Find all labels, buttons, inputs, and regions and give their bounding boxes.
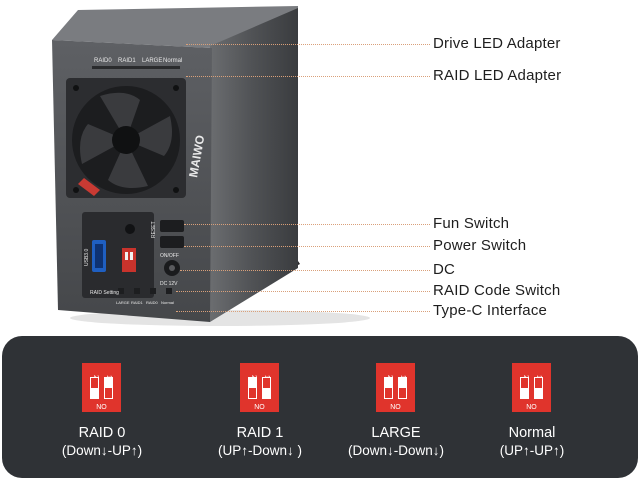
side-face: [210, 8, 298, 322]
code-label-raid0: RAID0: [146, 300, 159, 305]
mode-name: Normal: [508, 425, 556, 441]
dip-toggle-2: [399, 388, 406, 398]
mode-name: RAID 1: [236, 425, 284, 441]
fan-hub: [112, 126, 140, 154]
callout-type-c-interface: Type-C Interface: [433, 302, 548, 319]
leader-dc: [180, 270, 430, 271]
dip-body: [376, 363, 415, 412]
callout-raid-code-switch: RAID Code Switch: [433, 282, 561, 299]
leader-drive-led: [186, 44, 430, 45]
power-switch-body: [160, 236, 184, 248]
mode-name: RAID 0: [78, 425, 126, 441]
fan-switch-body: [160, 220, 184, 232]
fan-red-accent: [78, 178, 100, 196]
dip-no-label: NO: [96, 404, 107, 411]
callout-drive-led-adapter: Drive LED Adapter: [433, 35, 561, 52]
callout-fun-switch: Fun Switch: [433, 215, 510, 232]
mode-pattern: (Down↓-Down↓): [347, 443, 445, 458]
top-label-raid0: RAID0: [94, 58, 112, 64]
mode-name: LARGE: [371, 425, 421, 441]
onoff-label: ON/OFF: [160, 253, 179, 259]
dip-toggle-1: [385, 388, 392, 398]
code-label-large: LARGE: [116, 300, 130, 305]
leader-power-switch: [184, 246, 430, 247]
leader-raid-led: [186, 76, 430, 77]
dip-toggle-1: [91, 378, 98, 388]
hdd-enclosure-illustration: RAID0 RAID1 LARGE Normal MAIWO USB3.0 RE…: [52, 6, 370, 326]
dip-toggle-2: [535, 378, 542, 388]
dip-no-label: NO: [254, 404, 265, 411]
top-label-raid1: RAID1: [118, 58, 136, 64]
dip-body: [240, 363, 279, 412]
led-bar: [92, 66, 180, 69]
raid-setting-label: RAID Setting: [90, 290, 119, 296]
dip-body: [82, 363, 121, 412]
mode-pattern: (UP↑-Down↓ ): [217, 443, 302, 458]
dip-body: [512, 363, 551, 412]
leader-type-c: [176, 311, 430, 312]
port-panel: [82, 212, 154, 298]
reset-label: RESET: [151, 221, 157, 238]
mode-pattern: (Down↓-UP↑): [61, 443, 143, 458]
usb-label: USB3.0: [84, 249, 90, 266]
leader-raid-code: [176, 291, 430, 292]
dc-label: DC 12V: [160, 281, 178, 287]
dip-toggle-2: [263, 378, 270, 388]
top-label-large: LARGE: [142, 58, 162, 64]
code-label-normal: Normal: [161, 300, 174, 305]
callout-dc: DC: [433, 261, 456, 278]
callout-power-switch: Power Switch: [433, 237, 527, 254]
dip-no-label: NO: [390, 404, 401, 411]
leader-fun-switch: [184, 224, 430, 225]
code-pins: [118, 288, 172, 294]
led-hole: [125, 224, 135, 234]
callout-raid-led-adapter: RAID LED Adapter: [433, 67, 562, 84]
dip-switch-small: [122, 248, 136, 272]
dip-toggle-2: [105, 388, 112, 398]
dip-no-label: NO: [526, 404, 537, 411]
mode-pattern: (UP↑-UP↑): [499, 443, 565, 458]
dip-toggle-1: [521, 378, 528, 388]
dip-toggle-1: [249, 388, 256, 398]
code-label-raid1: RAID1: [131, 300, 144, 305]
top-label-normal: Normal: [163, 58, 182, 64]
